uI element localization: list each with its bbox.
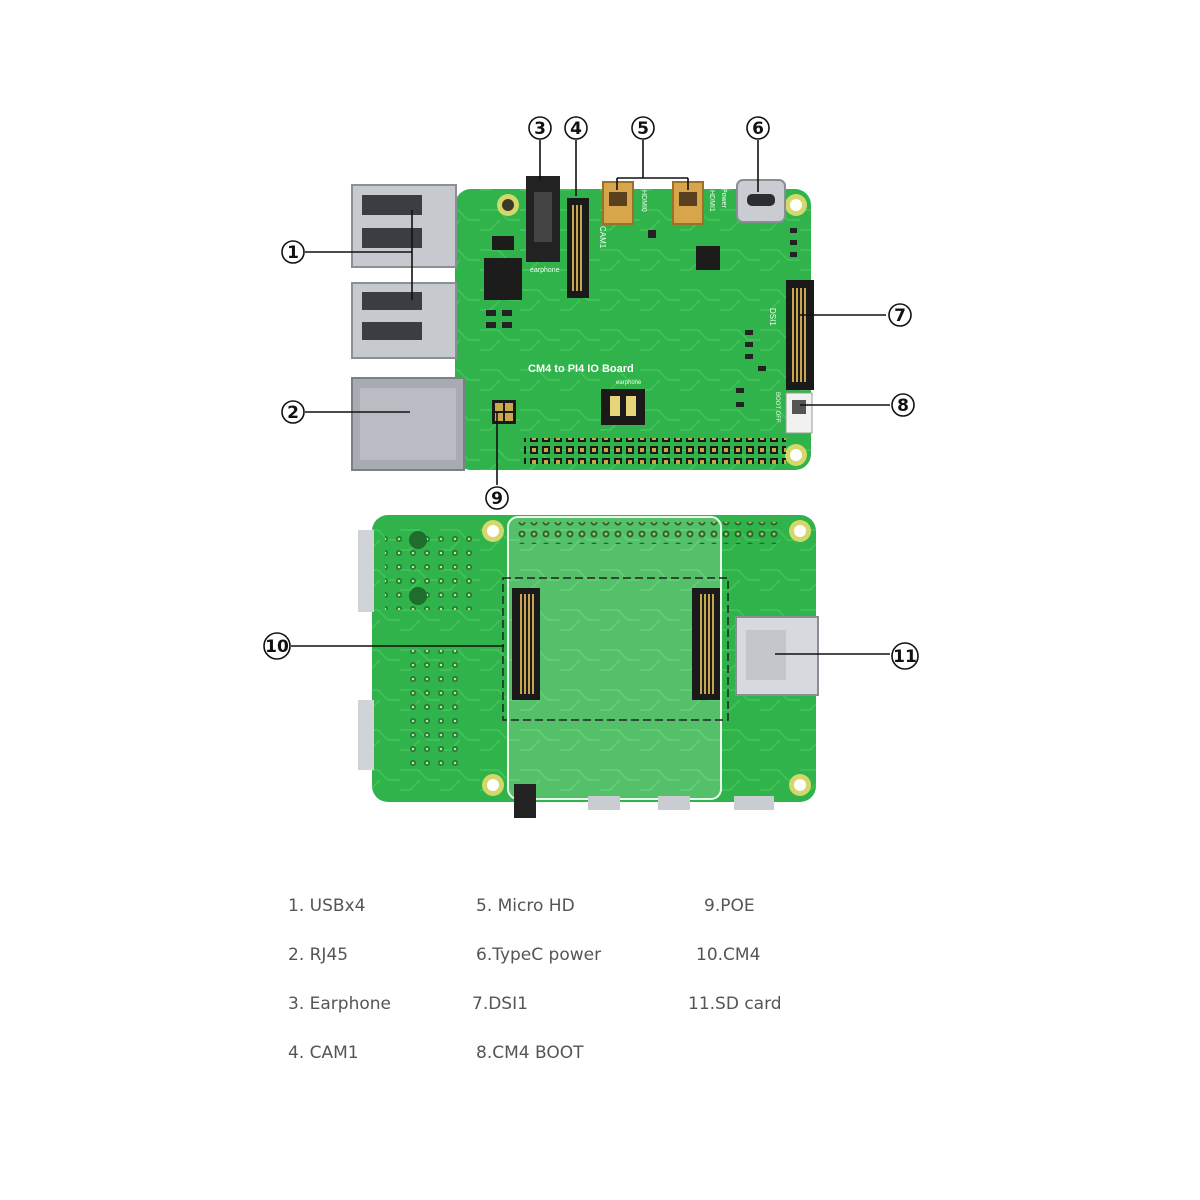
callout-2: 2 <box>287 403 299 423</box>
mounting-holes-bottom <box>482 520 811 796</box>
typec-port: Power <box>720 179 786 223</box>
callout-4: 4 <box>570 119 582 139</box>
micro-hdmi-ports: HDMI0 HDMI1 <box>602 181 715 225</box>
hdmi0-silkscreen: HDMI0 <box>640 190 647 212</box>
legend-item-typec: 6.TypeC power <box>476 945 602 965</box>
cm4-connectors <box>512 588 720 700</box>
callout-7: 7 <box>894 306 906 326</box>
via-field-left <box>385 530 480 610</box>
legend-item-sd-card: 11.SD card <box>688 994 782 1014</box>
callout-6: 6 <box>752 119 764 139</box>
callout-9: 9 <box>491 489 503 509</box>
callout-10: 10 <box>265 637 289 657</box>
bottom-side-connectors <box>358 530 374 612</box>
rj45-port <box>351 377 465 471</box>
callout-badges: 1 2 3 4 5 6 7 8 9 10 11 <box>263 116 919 670</box>
gpio-header-bottom <box>518 522 782 544</box>
cam1-silkscreen: CAM1 <box>598 226 607 249</box>
top-pcb-traces <box>455 189 811 470</box>
legend-item-poe: 9.POE <box>704 896 755 916</box>
dsi1-silkscreen: DSI1 <box>768 308 777 326</box>
board-title: CM4 to PI4 IO Board <box>528 363 634 375</box>
mounting-holes-top <box>497 194 807 466</box>
callouts <box>291 140 890 655</box>
legend-item-usb: 1. USBx4 <box>288 896 366 916</box>
callout-5: 5 <box>637 119 649 139</box>
ic-chips <box>484 236 720 425</box>
large-via-b <box>409 587 427 605</box>
callout-line-1 <box>305 210 413 300</box>
gpio-header-top <box>524 438 786 464</box>
bottom-board <box>358 515 819 818</box>
top-board: earphone CAM1 HDMI0 HDMI1 Power DSI1 <box>351 176 814 471</box>
usb-ports <box>351 184 457 359</box>
bottom-edge-connectors <box>514 784 774 818</box>
cm4-outline <box>502 577 729 721</box>
boot-silkscreen: BOOT OFF <box>774 392 780 423</box>
cam1-connector: CAM1 <box>567 198 607 298</box>
bottom-pcb-traces <box>372 515 816 802</box>
large-via-a <box>409 531 427 549</box>
smd-components <box>486 228 797 407</box>
callout-8: 8 <box>897 396 909 416</box>
earphone-jack: earphone <box>526 176 560 274</box>
callout-11: 11 <box>893 647 917 667</box>
legend-item-micro-hd: 5. Micro HD <box>476 896 575 916</box>
legend-item-rj45: 2. RJ45 <box>288 945 349 965</box>
legend-item-dsi1: 7.DSI1 <box>472 994 528 1014</box>
power-silkscreen: Power <box>720 188 727 209</box>
callout-1: 1 <box>287 243 299 263</box>
legend-item-cam1: 4. CAM1 <box>288 1043 359 1063</box>
legend-item-earphone: 3. Earphone <box>288 994 391 1014</box>
earphone-switch-label: earphone <box>616 380 642 386</box>
bottom-side-rj45 <box>358 700 374 770</box>
legend-item-cm4: 10.CM4 <box>696 945 761 965</box>
via-field-left-bottom <box>405 650 461 770</box>
dsi1-connector: DSI1 <box>768 280 814 390</box>
poe-header <box>492 400 516 424</box>
earphone-label-top: earphone <box>530 267 560 274</box>
legend-item-cm4-boot: 8.CM4 BOOT <box>476 1043 584 1063</box>
callout-line-5 <box>616 140 689 190</box>
boot-switch: BOOT OFF <box>774 392 813 434</box>
sd-card-slot <box>735 616 819 696</box>
hdmi1-silkscreen: HDMI1 <box>708 190 715 212</box>
callout-3: 3 <box>534 119 546 139</box>
